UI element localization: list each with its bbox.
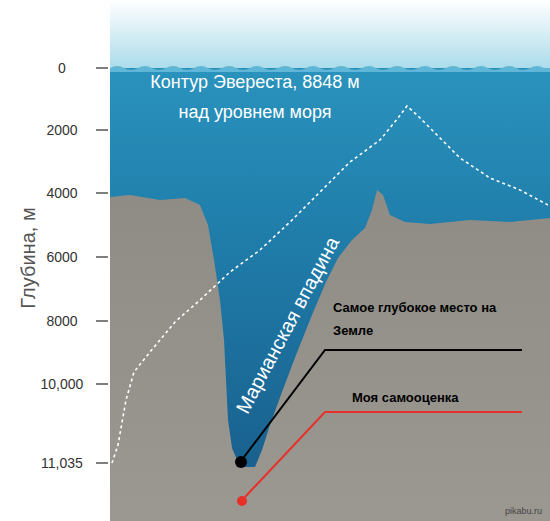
depth-tick-label: 10,000	[41, 376, 84, 393]
depth-tick-label: 6000	[47, 249, 78, 266]
depth-tick-label: 4000	[47, 185, 78, 202]
callout-text: Самое глубокое место на Земле	[333, 296, 497, 342]
leader-line	[245, 412, 522, 497]
trench-name: Марианская впадина	[230, 232, 344, 417]
sea-water	[110, 68, 550, 521]
sea-floor	[110, 190, 550, 521]
depth-tick-label: 11,035	[41, 455, 83, 472]
depth-tick-label: 2000	[47, 122, 78, 139]
everest-outline	[112, 106, 548, 463]
deepest-point-dot	[235, 456, 247, 468]
everest-caption: Контур Эвереста, 8848 м над уровнем моря	[139, 67, 371, 127]
sky	[110, 0, 550, 70]
sea-surface	[110, 66, 550, 72]
depth-tick-label: 8000	[47, 313, 78, 330]
axis-ticks	[96, 68, 108, 463]
depth-tick-label: 0	[58, 60, 66, 77]
self-esteem-dot	[237, 496, 247, 506]
leader-line	[244, 350, 522, 457]
watermark: pikabu.ru	[505, 506, 542, 517]
callout-text: Моя самооценка	[352, 390, 459, 406]
axis-title: Глубина, м	[15, 207, 39, 308]
